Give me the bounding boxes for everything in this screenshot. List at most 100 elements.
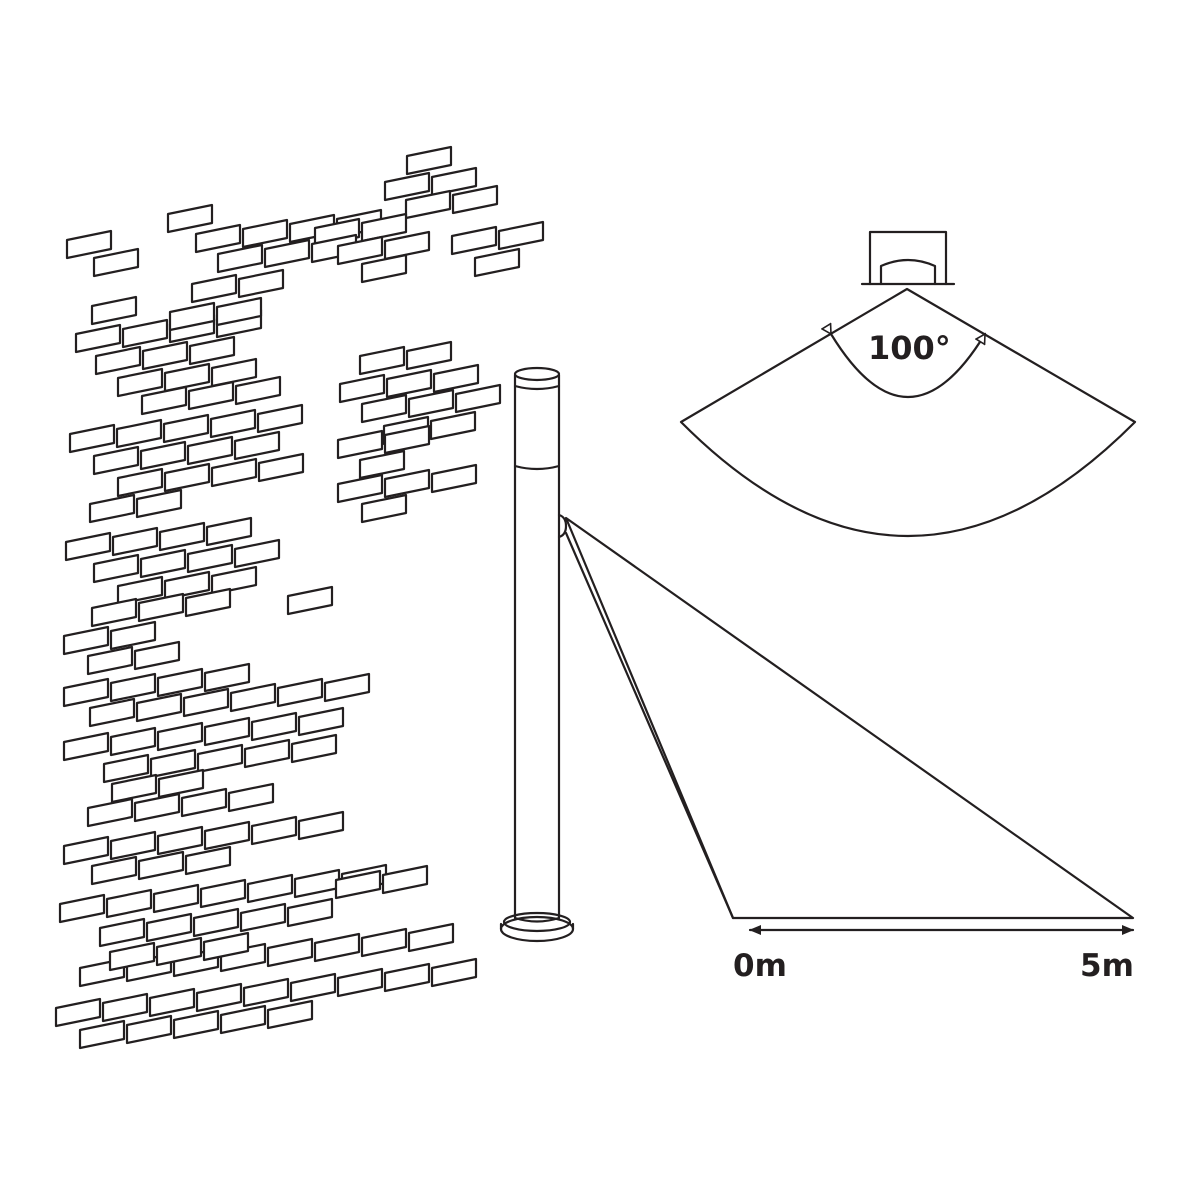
distance-start-label: 0m: [733, 948, 787, 984]
brick: [62, 835, 110, 866]
brick: [297, 810, 345, 841]
brick: [62, 731, 110, 762]
detection-fan: [679, 287, 1137, 537]
brick: [430, 957, 478, 988]
brick: [116, 467, 164, 498]
brick: [360, 253, 408, 284]
brick: [334, 869, 382, 900]
brick: [139, 548, 187, 579]
brick: [139, 440, 187, 471]
brick: [192, 907, 240, 938]
brick: [336, 967, 384, 998]
lamp-base-collar: [499, 922, 575, 931]
brick: [109, 672, 157, 703]
lamp-pole: [513, 373, 561, 923]
brick: [237, 268, 285, 299]
brick: [383, 962, 431, 993]
brick: [65, 229, 113, 260]
sensor-lens-icon: [879, 258, 937, 286]
angle-label: 100°: [868, 329, 951, 367]
brick: [360, 493, 408, 524]
brick: [163, 570, 211, 601]
brick: [186, 543, 234, 574]
brick: [137, 850, 185, 881]
brick: [385, 368, 433, 399]
brick: [163, 462, 211, 493]
sensor-housing-icon: [868, 230, 948, 286]
brick: [74, 323, 122, 354]
brick: [133, 792, 181, 823]
brick: [266, 999, 314, 1030]
brick: [172, 1009, 220, 1040]
brick: [78, 1019, 126, 1050]
brick: [111, 526, 159, 557]
brick: [243, 738, 291, 769]
brick: [336, 429, 384, 460]
brick: [293, 868, 341, 899]
brick: [157, 768, 205, 799]
brick: [135, 692, 183, 723]
brick: [94, 345, 142, 376]
brick: [429, 410, 477, 441]
brick: [323, 672, 371, 703]
brick: [156, 825, 204, 856]
brick: [105, 888, 153, 919]
brick: [62, 625, 110, 656]
distance-end-label: 5m: [1080, 948, 1134, 984]
brick: [149, 748, 197, 779]
detection-triangle-inner-edge: [564, 531, 735, 920]
brick: [263, 238, 311, 269]
brick: [450, 225, 498, 256]
brick: [358, 449, 406, 480]
brick: [209, 408, 257, 439]
brick: [195, 982, 243, 1013]
brick: [227, 782, 275, 813]
brick: [336, 235, 384, 266]
brick: [92, 553, 140, 584]
brick: [145, 912, 193, 943]
brick: [381, 864, 429, 895]
brick: [430, 166, 478, 197]
brick: [90, 855, 138, 886]
brick: [88, 697, 136, 728]
brick: [68, 423, 116, 454]
brick: [234, 375, 282, 406]
brick: [187, 380, 235, 411]
lamp-diffuser-band: [513, 464, 561, 471]
brick: [383, 171, 431, 202]
brick: [110, 773, 158, 804]
brick: [241, 218, 289, 249]
brick: [188, 335, 236, 366]
brick: [210, 357, 258, 388]
brick: [360, 212, 408, 243]
brick: [216, 243, 264, 274]
brick: [186, 435, 234, 466]
brick: [86, 797, 134, 828]
brick: [190, 273, 238, 304]
brick: [210, 565, 258, 596]
brick: [383, 230, 431, 261]
brick: [152, 883, 200, 914]
brick: [289, 972, 337, 1003]
brick: [184, 845, 232, 876]
brick: [88, 493, 136, 524]
brick: [121, 318, 169, 349]
brick: [125, 1014, 173, 1045]
brick: [158, 521, 206, 552]
brick: [194, 223, 242, 254]
brick: [116, 367, 164, 398]
brick: [210, 457, 258, 488]
brick: [383, 468, 431, 499]
brick: [229, 682, 277, 713]
brick: [156, 721, 204, 752]
top-detection-zone: 100°: [679, 230, 1137, 537]
brick: [62, 677, 110, 708]
brick: [473, 247, 521, 278]
brick: [338, 373, 386, 404]
brick: [383, 424, 431, 455]
brick: [360, 393, 408, 424]
brick: [358, 345, 406, 376]
brick: [313, 932, 361, 963]
brick: [297, 706, 345, 737]
